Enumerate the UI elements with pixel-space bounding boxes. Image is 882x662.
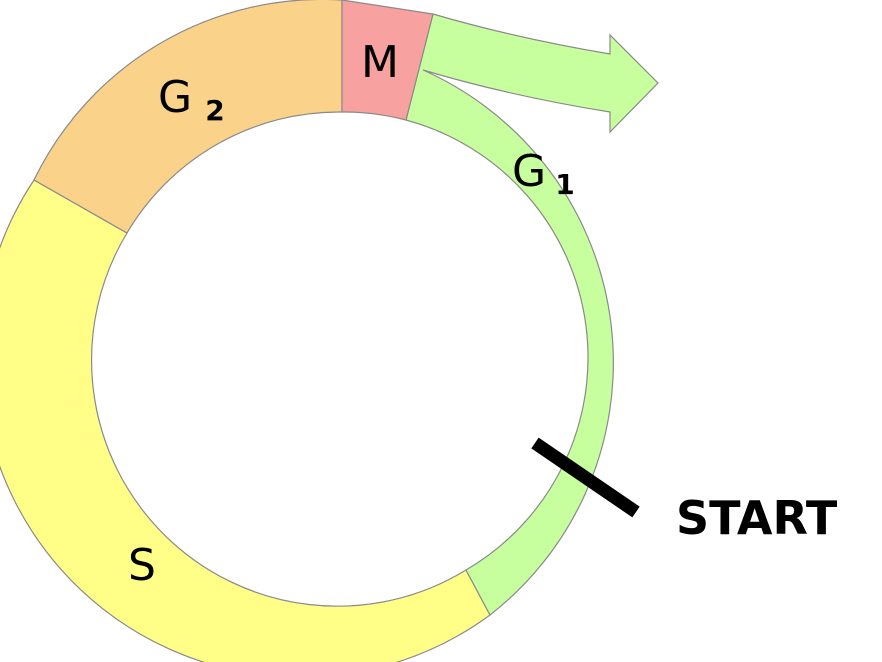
g2-phase-letter: G — [158, 72, 192, 123]
m-phase-segment — [341, 0, 434, 121]
g2-phase-subscript: 2 — [205, 94, 224, 127]
m-phase-label: M — [361, 37, 399, 88]
g1-phase-subscript: 1 — [555, 168, 574, 201]
s-phase-label: S — [128, 540, 156, 591]
g1-phase-label: G 1 — [512, 146, 575, 201]
start-checkpoint-label: START — [676, 491, 838, 545]
g2-phase-segment — [33, 0, 343, 234]
start-checkpoint-marker — [531, 437, 640, 518]
g1-phase-segment — [405, 13, 659, 616]
g1-phase-letter: G — [512, 146, 546, 197]
s-phase-segment — [0, 179, 491, 662]
g2-phase-label: G 2 — [158, 72, 225, 127]
